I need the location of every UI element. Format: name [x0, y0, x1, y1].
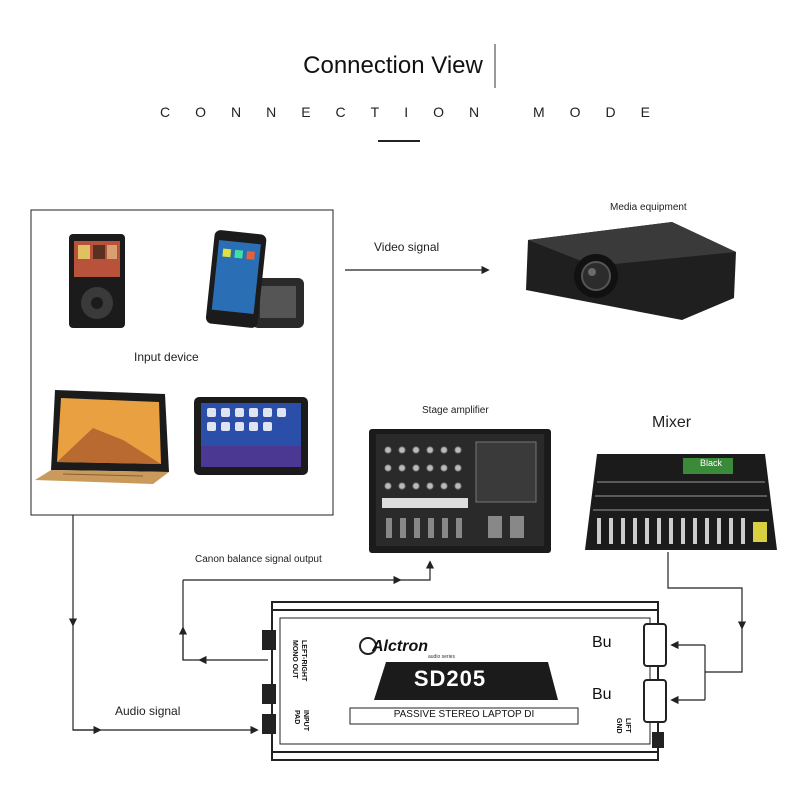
mp3-player-icon [69, 234, 125, 328]
di-subtitle: PASSIVE STEREO LAPTOP DI [393, 709, 535, 720]
audio-signal-label: Audio signal [115, 704, 181, 718]
mixer-input-path [667, 552, 747, 630]
title-underline [378, 140, 420, 142]
stage-amplifier-label: Stage amplifier [422, 405, 489, 416]
di-brand: Alctron [372, 638, 428, 655]
di-left-bottom-label: INPUT PAD [293, 710, 309, 731]
input-device-box [30, 209, 334, 516]
di-left-top-label: LEFT-RIGHT MONO OUT [291, 640, 307, 682]
media-equipment-label: Media equipment [610, 202, 687, 213]
video-signal-label: Video signal [374, 240, 440, 254]
canon-output-label: Canon balance signal output [195, 554, 322, 565]
page-title: Connection View [292, 44, 496, 88]
laptop-icon [35, 390, 169, 484]
projector-icon [526, 222, 736, 320]
tablet-icon [194, 397, 308, 475]
input-device-label: Input device [134, 350, 199, 364]
page-subtitle: CONNECTION MODE [160, 104, 675, 120]
di-model: SD205 [413, 666, 487, 691]
stage-amplifier-icon [369, 429, 551, 553]
di-right-top-label: Bu [592, 634, 612, 651]
di-box-icon [262, 601, 667, 761]
mixer-icon [585, 454, 777, 550]
mixer-label: Mixer [652, 414, 692, 431]
di-right-mid-label: Bu [592, 686, 612, 703]
smartphones-icon [205, 230, 304, 328]
di-right-bottom-label: LIFT GND [615, 718, 631, 734]
di-brand-tag: audio series [428, 654, 455, 660]
mixer-screen-text: Black [700, 458, 723, 468]
